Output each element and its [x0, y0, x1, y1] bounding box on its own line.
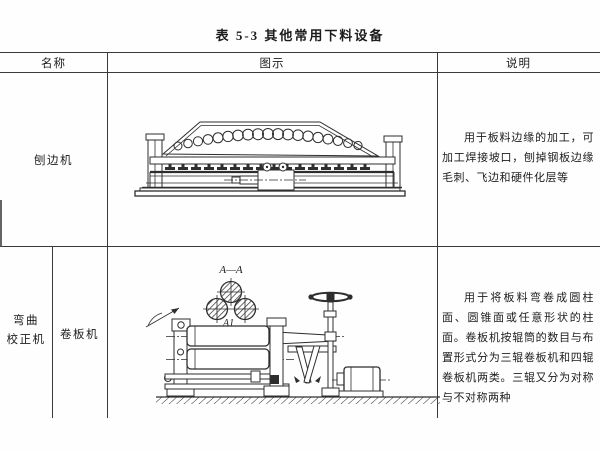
row2-group-name-line1: 弯曲 [13, 315, 39, 327]
row-divider-rule [0, 246, 600, 247]
ground [156, 396, 440, 404]
planer-carriage [224, 162, 306, 191]
cut-mark-top-label: A1 [222, 318, 234, 329]
name-column-rule [107, 52, 108, 418]
row2-name: 卷板机 [60, 329, 99, 341]
section-label: A—A [218, 264, 243, 276]
scan-edge-artifact [0, 200, 2, 247]
row2-description: 用于将板料弯卷成圆柱面、圆锥面或任意形状的柱面。卷板机按辊筒的数目与布置形式分为… [442, 292, 594, 404]
header-bottom-rule [0, 72, 600, 73]
header-illustration: 图示 [259, 58, 285, 70]
table-top-rule [0, 52, 600, 53]
motor [332, 366, 390, 398]
dimension-arrow [145, 307, 180, 328]
planer-clamps [165, 164, 370, 170]
mid-bearing-column [263, 317, 290, 397]
description-column-rule [437, 52, 438, 418]
screw-shaft-and-handwheel [308, 291, 353, 397]
name-subcolumn-rule [52, 246, 53, 418]
planer-clamp-beam [149, 156, 396, 170]
header-description: 说明 [506, 58, 531, 70]
row1-description: 用于板料边缘的加工，可加工焊接坡口，刨掉钢板边缘毛刺、飞边和硬件化层等 [442, 132, 594, 184]
header-name: 名称 [41, 58, 66, 70]
section-view-a-a: A—A [203, 264, 259, 323]
plate-roller-drawing: A—A A1 A1 [145, 264, 440, 404]
planer-truss [161, 121, 380, 159]
row2-group-name-line2: 校正机 [6, 334, 46, 346]
edge-planer-drawing [134, 121, 406, 197]
row1-name: 刨边机 [34, 155, 73, 167]
tilting-linkage [287, 345, 337, 384]
planer-truss-holes [173, 128, 363, 151]
row2-group-name: 弯曲 校正机 [0, 312, 52, 350]
table-title: 表 5-3 其他常用下料设备 [215, 28, 385, 43]
rollers [166, 325, 346, 370]
